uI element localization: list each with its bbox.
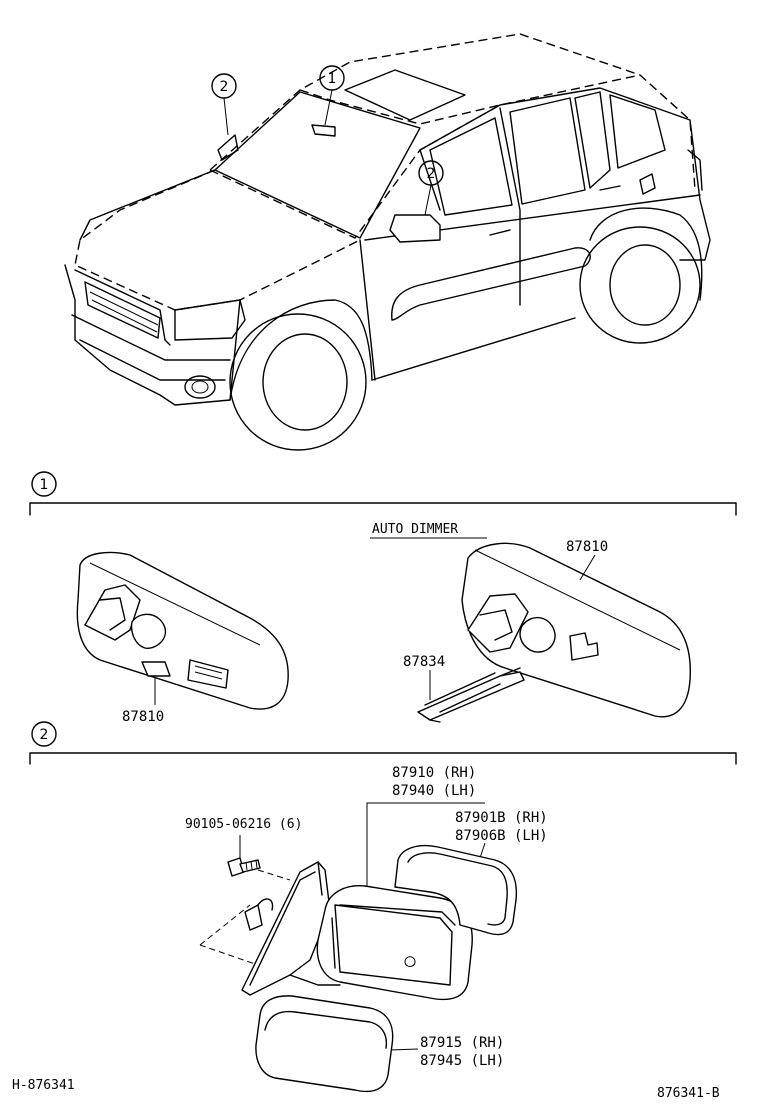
callout-1-vehicle: 1 [319, 65, 345, 126]
auto-dimmer-label: AUTO DIMMER [372, 522, 458, 537]
label-90105-06216: 90105-06216 (6) [185, 817, 302, 832]
svg-text:2: 2 [427, 166, 436, 182]
mirror-housing [316, 885, 473, 1001]
svg-text:1: 1 [40, 477, 49, 493]
cover-87834: 87834 [403, 654, 525, 723]
footer-right-code: 876341-B [657, 1086, 720, 1101]
svg-text:1: 1 [328, 71, 337, 87]
inner-mirror-auto-dimmer: 87810 [461, 539, 691, 718]
label-87940-lh: 87940 (LH) [392, 783, 476, 799]
mirror-cover [255, 995, 394, 1093]
footer-left-code: H-876341 [12, 1078, 75, 1093]
label-87834: 87834 [403, 654, 445, 670]
label-87810-right: 87810 [566, 539, 608, 555]
svg-text:2: 2 [40, 727, 49, 743]
screw-90105 [227, 857, 261, 877]
label-87906b-lh: 87906B (LH) [455, 828, 548, 844]
label-87901b-rh: 87901B (RH) [455, 810, 548, 826]
inner-mirror-standard: 87810 [76, 551, 289, 725]
section-2: 2 87910 (RH) 87940 (LH) 90105-06216 (6) … [29, 721, 737, 1093]
mirror-glass [394, 844, 518, 936]
callout-2-vehicle-right: 2 [418, 160, 444, 216]
callout-2-vehicle-left: 2 [211, 73, 237, 136]
label-87945-lh: 87945 (LH) [420, 1053, 504, 1069]
mirror-base [241, 861, 341, 996]
label-87915-rh: 87915 (RH) [420, 1035, 504, 1051]
label-87910-rh: 87910 (RH) [392, 765, 476, 781]
vehicle-illustration: 1 2 2 [64, 33, 711, 451]
svg-text:2: 2 [220, 79, 229, 95]
label-87810-left: 87810 [122, 709, 164, 725]
section-1: 1 87810 AUTO DIMMER [29, 471, 737, 725]
